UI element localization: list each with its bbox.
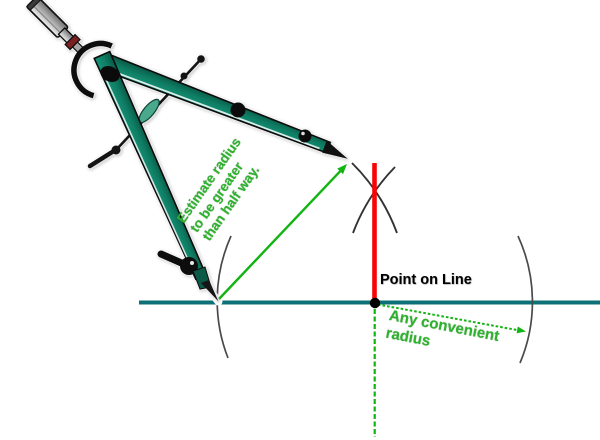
point-on-line-label: Point on Line <box>380 272 472 288</box>
right-leg-highlight <box>116 72 320 150</box>
cross-arc-from-left-point <box>351 162 398 234</box>
compass-grip-ridge <box>32 4 60 33</box>
screw-upper-knob <box>197 55 205 63</box>
radius-arrow-solid-line <box>218 168 343 300</box>
left-leg-highlight <box>101 70 195 272</box>
clamp-knob-highlight <box>190 261 194 265</box>
cross-arc-from-right-point <box>352 166 396 234</box>
compass-rivet-upper <box>230 102 246 118</box>
compass-needle-clamp <box>157 250 219 302</box>
compass-needle <box>201 280 219 302</box>
radius-arrow-solid-head <box>337 164 347 175</box>
compass-bow-ring <box>71 40 113 99</box>
compass-rivet-lower <box>298 129 312 143</box>
compass-handle <box>25 0 87 56</box>
compass-grip-cap <box>25 0 42 11</box>
estimate-radius-arrow <box>218 164 347 300</box>
screw-leg-pivot <box>180 72 188 80</box>
radius-arrow-dashed-line <box>377 303 518 331</box>
drafting-compass-icon <box>25 0 348 302</box>
any-convenient-radius-arrow <box>377 303 526 334</box>
radius-arrow-dashed-head <box>516 326 526 334</box>
compass-rivet-highlight <box>301 131 305 136</box>
compass-hinge-rivet <box>100 65 120 83</box>
point-marker-dot <box>369 297 381 309</box>
pencil-tip <box>322 140 348 159</box>
construction-arc-right <box>517 235 534 364</box>
